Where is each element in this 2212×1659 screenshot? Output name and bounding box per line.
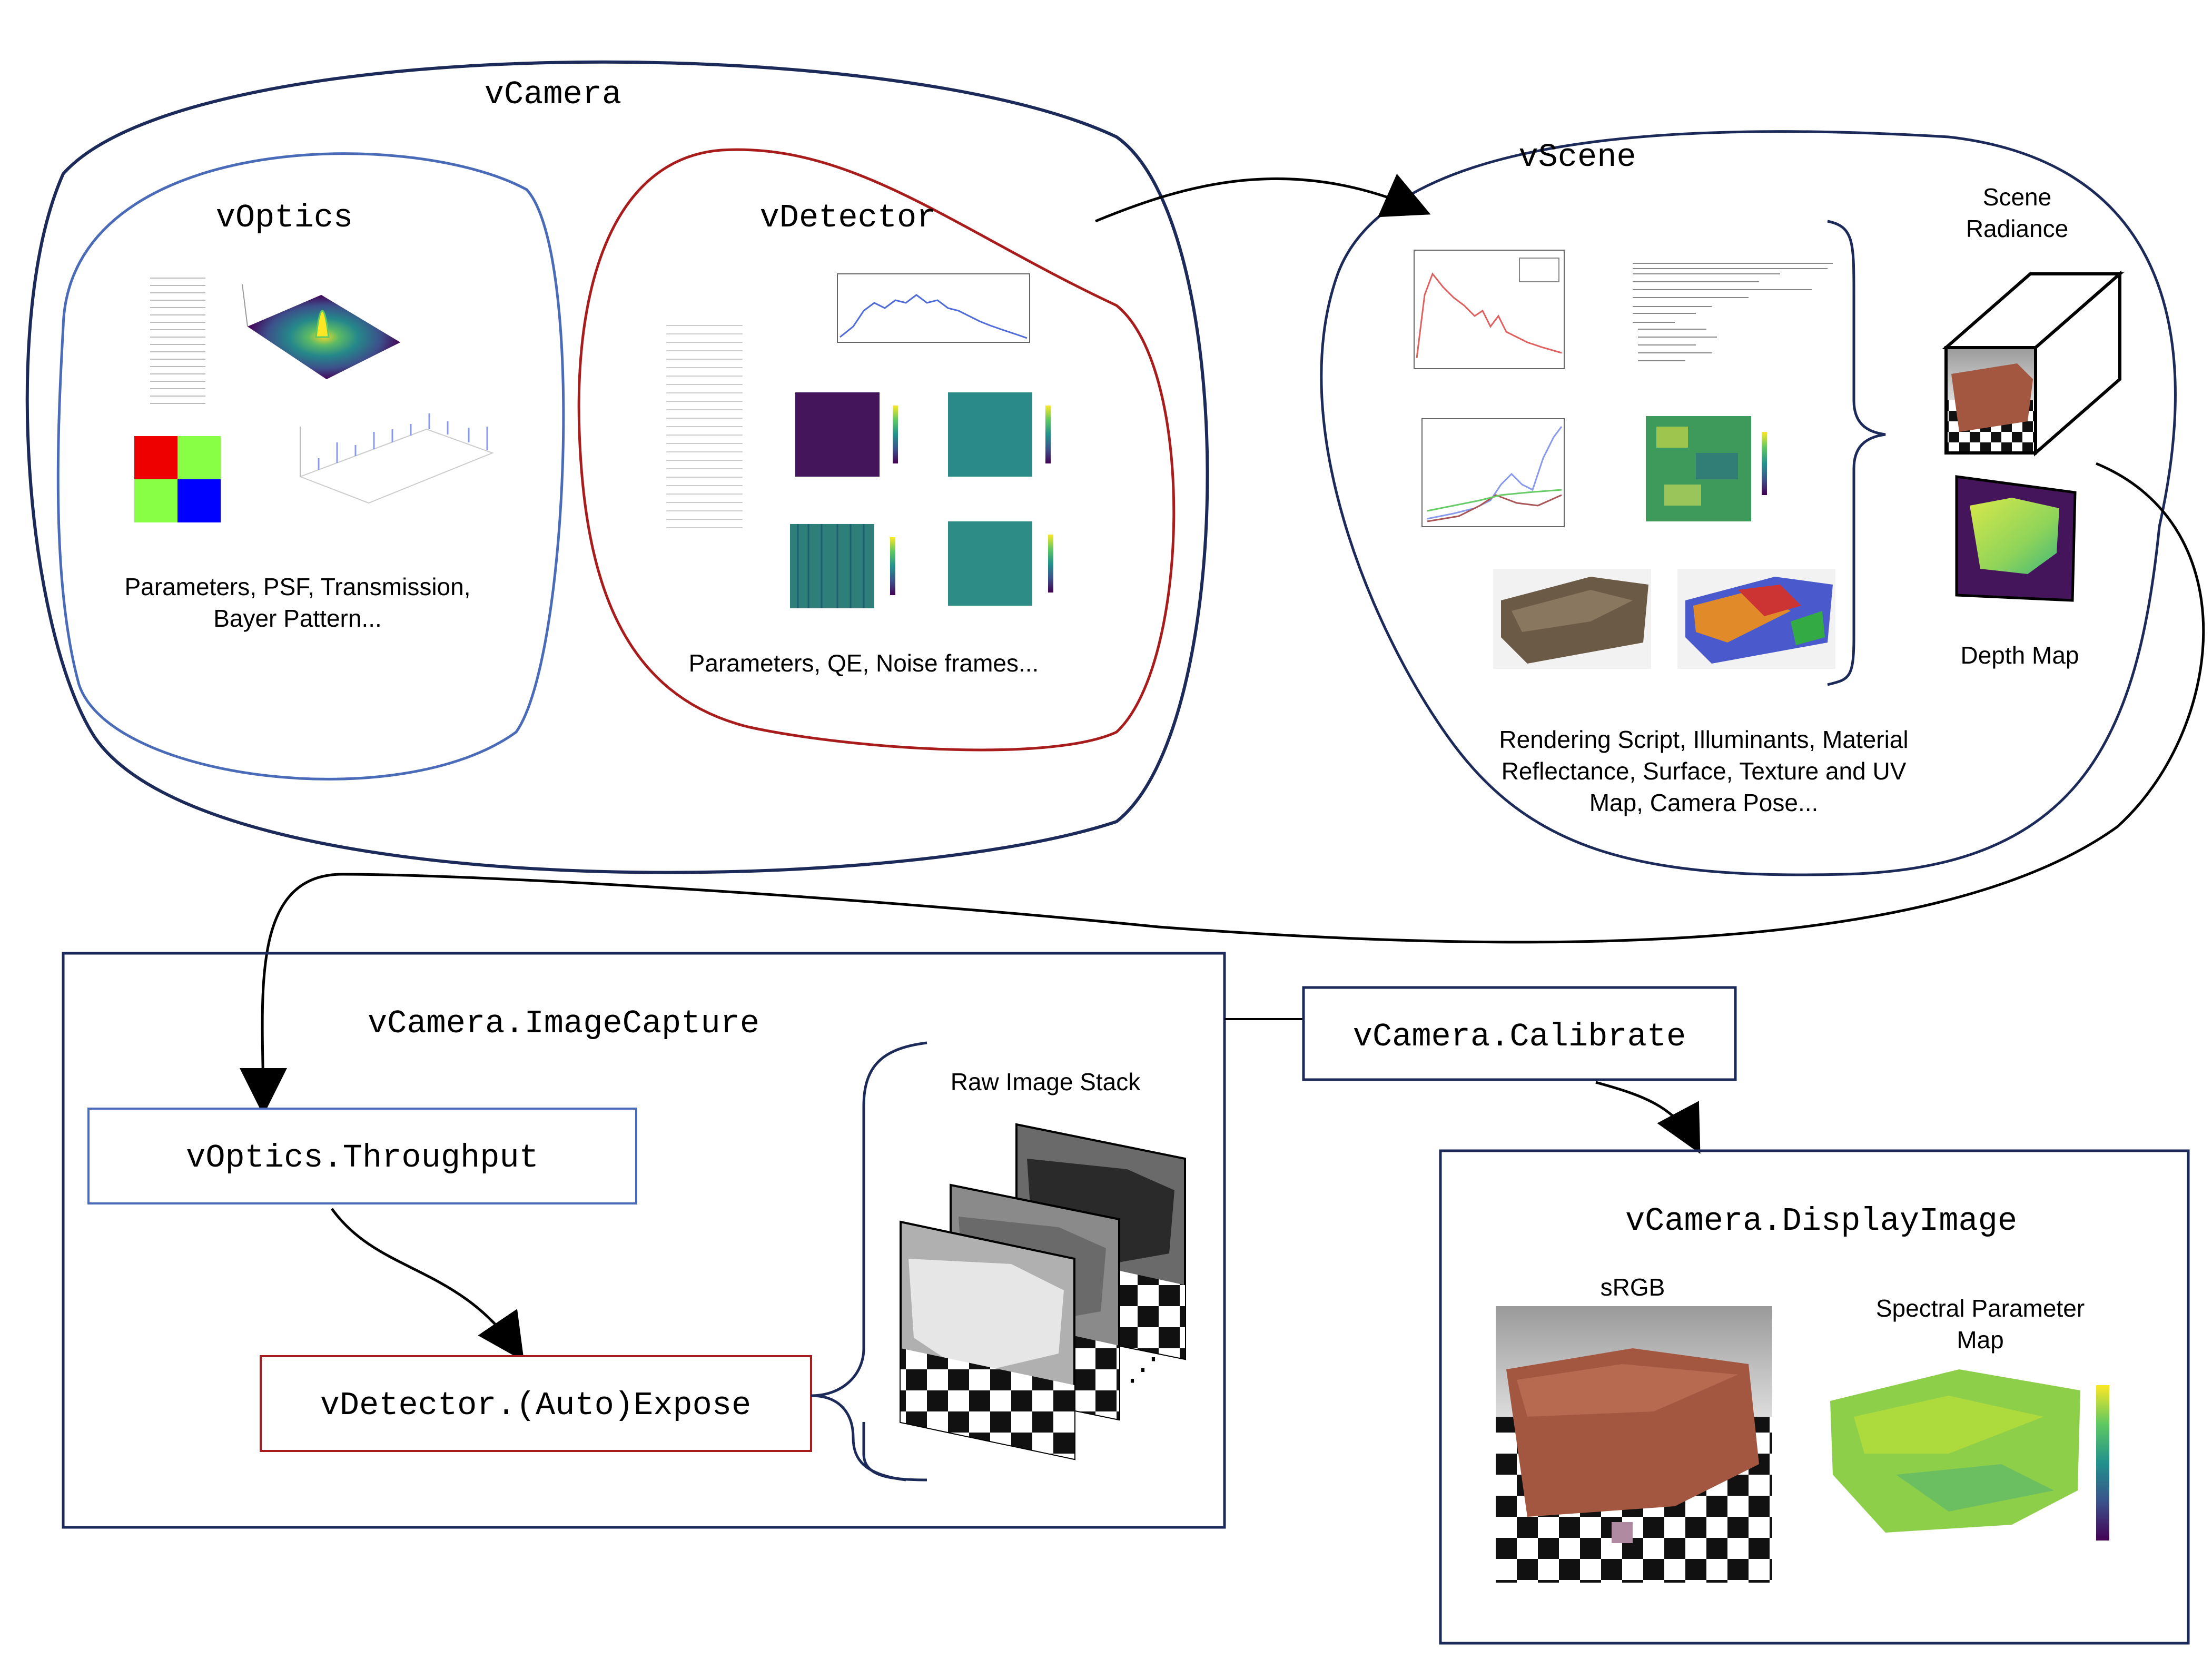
bayer-pattern xyxy=(134,436,221,522)
raw-stack-brace-lower xyxy=(862,1422,927,1482)
vscene-boundary xyxy=(1320,130,2177,876)
expose-label: vDetector.(Auto)Expose xyxy=(320,1387,752,1424)
scene-radiance-label-line1: Scene xyxy=(1983,183,2051,211)
vscene-caption-line1: Rendering Script, Illuminants, Material xyxy=(1499,726,1908,753)
noise-frame-dark xyxy=(795,392,898,477)
stack-ellipsis: ⋰ xyxy=(1127,1351,1159,1387)
texture-map xyxy=(1646,416,1767,521)
imagecapture-title: vCamera.ImageCapture xyxy=(368,1005,759,1042)
depth-map xyxy=(1955,475,2077,602)
voptics-caption-line2: Bayer Pattern... xyxy=(213,605,382,632)
noise-frame-prnu xyxy=(948,392,1051,477)
rendering-script xyxy=(1633,263,1833,361)
voptics-boundary xyxy=(56,152,565,781)
throughput-box[interactable] xyxy=(87,1108,637,1204)
scene-radiance-label-line2: Radiance xyxy=(1966,215,2068,242)
calibrate-box[interactable] xyxy=(1302,986,1737,1081)
spectral-parameter-map xyxy=(1830,1369,2109,1540)
scene-radiance-cube xyxy=(1942,270,2124,457)
vscene-caption-line3: Map, Camera Pose... xyxy=(1589,789,1819,816)
voptics-caption-line1: Parameters, PSF, Transmission, xyxy=(125,573,471,600)
depth-map-label: Depth Map xyxy=(1960,641,2079,669)
noise-frame-offset xyxy=(790,524,895,608)
srgb-label: sRGB xyxy=(1601,1273,1665,1301)
arrow-vcamera-to-vscene xyxy=(1095,173,1431,223)
calibrate-label: vCamera.Calibrate xyxy=(1353,1018,1686,1055)
vcamera-title: vCamera xyxy=(485,76,621,113)
spectral-map-label-line1: Spectral Parameter xyxy=(1876,1295,2085,1322)
displayimage-title: vCamera.DisplayImage xyxy=(1625,1202,2017,1240)
srgb-render xyxy=(1496,1306,1772,1583)
spectral-map-label-line2: Map xyxy=(1957,1326,2003,1354)
arrow-throughput-to-expose xyxy=(330,1208,525,1361)
detector-parameter-table xyxy=(666,325,743,528)
reflectance-plot xyxy=(1421,418,1565,527)
raw-image-stack: ⋰ xyxy=(900,1123,1186,1460)
arrow-vscene-to-imagecapture xyxy=(239,462,2205,1115)
uv-map-render xyxy=(1677,569,1835,669)
displayimage-box xyxy=(1439,1149,2190,1645)
voptics-title: vOptics xyxy=(216,199,353,236)
optics-parameter-table xyxy=(150,278,205,404)
vdetector-caption: Parameters, QE, Noise frames... xyxy=(689,649,1039,677)
vscene-caption-line2: Reflectance, Surface, Texture and UV xyxy=(1502,757,1907,785)
imagecapture-box xyxy=(62,952,1226,1529)
vdetector-title: vDetector xyxy=(760,199,936,236)
qe-plot xyxy=(837,273,1030,343)
rock-mesh-render xyxy=(1493,569,1651,669)
noise-frame-read xyxy=(948,521,1053,606)
scene-brace xyxy=(1827,220,1886,686)
arrow-calibrate-to-display xyxy=(1595,1081,1701,1154)
vscene-title: vScene xyxy=(1518,139,1636,176)
transmission-plot xyxy=(300,413,494,504)
vcamera-boundary xyxy=(25,60,1209,874)
psf-plot xyxy=(242,284,400,379)
vdetector-boundary xyxy=(577,148,1176,752)
throughput-label: vOptics.Throughput xyxy=(186,1139,539,1177)
scene-irradiance-plot xyxy=(1414,250,1565,369)
expose-box[interactable] xyxy=(260,1355,812,1452)
raw-stack-label: Raw Image Stack xyxy=(951,1068,1141,1095)
raw-frame-1 xyxy=(900,1220,1075,1460)
